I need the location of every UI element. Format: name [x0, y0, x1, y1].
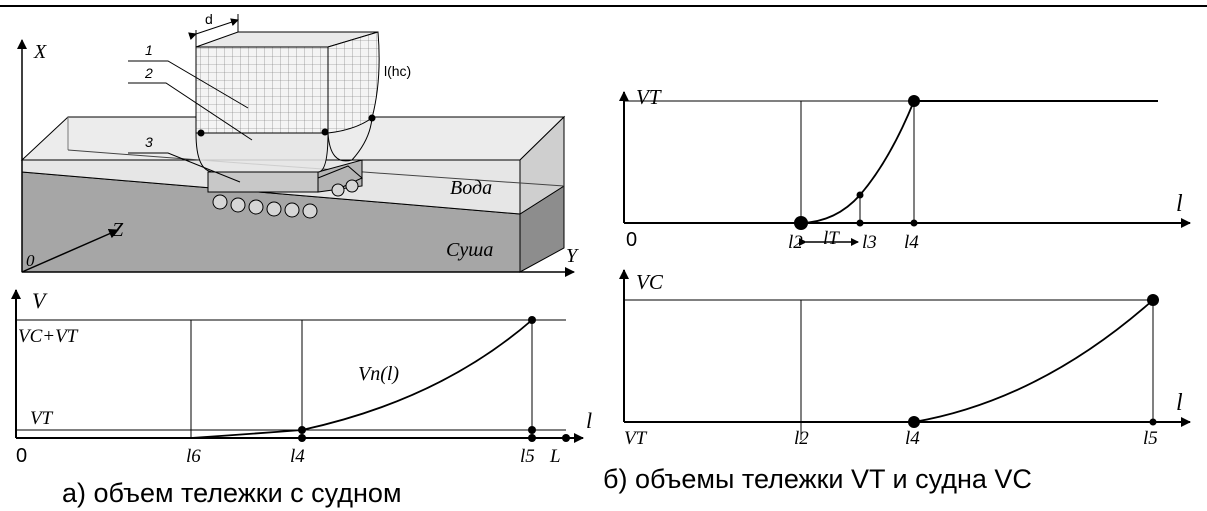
chart-a-tick-l6: l6 — [186, 446, 201, 467]
chart-a-low-label: VT — [30, 408, 54, 429]
label-1: 1 — [145, 42, 153, 58]
chart-vt-tick-lT: lT — [823, 228, 840, 249]
chart-a-origin: 0 — [16, 445, 27, 467]
leader-2 — [128, 82, 253, 141]
chart-a-l-label: l — [586, 408, 592, 433]
chart-vc-caption: б) объемы тележки VT и судна VC — [603, 464, 1032, 494]
hull-grid-front — [195, 46, 329, 134]
chart-vt-points — [794, 95, 920, 230]
hull-submerged — [195, 132, 329, 173]
chart-vc-tick-l4: l4 — [905, 428, 920, 449]
chart-vt-tick-l4: l4 — [904, 232, 919, 253]
label-3: 3 — [145, 134, 153, 150]
dim-lhc-label: l(hc) — [384, 63, 411, 79]
trolley-wheels — [212, 179, 359, 219]
chart-vt-tick-l2: l2 — [788, 232, 803, 253]
chart-a-curve-label: Vn(l) — [358, 363, 399, 385]
chart-vc-tick-l2: l2 — [794, 428, 809, 449]
dim-d-line — [188, 18, 239, 41]
chart-vc-curve — [913, 299, 1154, 423]
axis-z-label: Z — [112, 219, 124, 241]
chart-vt-l-label: l — [1176, 191, 1183, 217]
chart-vt-curve — [800, 100, 915, 224]
chart-vc-v-label: VC — [636, 270, 664, 294]
scene-3d: d l(hc) 1 2 3 X Y Z 0 Вода Суша — [17, 11, 579, 277]
hull-point — [368, 114, 376, 122]
hull-side-curve — [327, 117, 373, 162]
chart-vc-tick-l5: l5 — [1143, 428, 1158, 449]
chart-a-tick-l4: l4 — [290, 446, 305, 467]
hull-point — [197, 129, 205, 137]
chart-a-tick-L: L — [549, 446, 561, 467]
leader-1 — [128, 60, 249, 109]
chart-a-points — [298, 316, 570, 442]
chart-a-curve — [190, 319, 533, 439]
chart-vc-origin: VT — [624, 428, 648, 449]
chart-a-high-label: VC+VT — [18, 326, 79, 347]
chart-vt: VT l 0 l2 lT l3 l4 — [619, 85, 1191, 253]
axis-x-label: X — [33, 41, 47, 63]
chart-vt-origin: 0 — [626, 229, 637, 251]
chart-a: V l VC+VT VT Vn(l) 0 l6 l4 l5 L а) объем… — [11, 288, 592, 508]
chart-vt-tick-l3: l3 — [862, 232, 877, 253]
chart-a-caption: а) объем тележки с судном — [62, 478, 402, 508]
trolley-body — [207, 171, 319, 193]
chart-a-v-label: V — [32, 288, 48, 313]
origin-3d: 0 — [26, 251, 35, 270]
land-label: Суша — [446, 239, 493, 261]
chart-vc-points — [908, 294, 1159, 428]
chart-vc-l-label: l — [1176, 390, 1183, 416]
axis-z — [21, 229, 119, 273]
water-label: Вода — [450, 177, 492, 199]
chart-vc: VC l VT l2 l4 l5 б) объемы тележки VT и … — [603, 269, 1191, 494]
leader-3 — [128, 152, 241, 183]
hull-point — [321, 128, 329, 136]
axis-y-label: Y — [566, 245, 579, 267]
chart-vt-v-label: VT — [636, 85, 662, 109]
chart-a-tick-l5: l5 — [520, 446, 535, 467]
label-2: 2 — [144, 65, 153, 81]
dim-d-label: d — [205, 11, 213, 27]
